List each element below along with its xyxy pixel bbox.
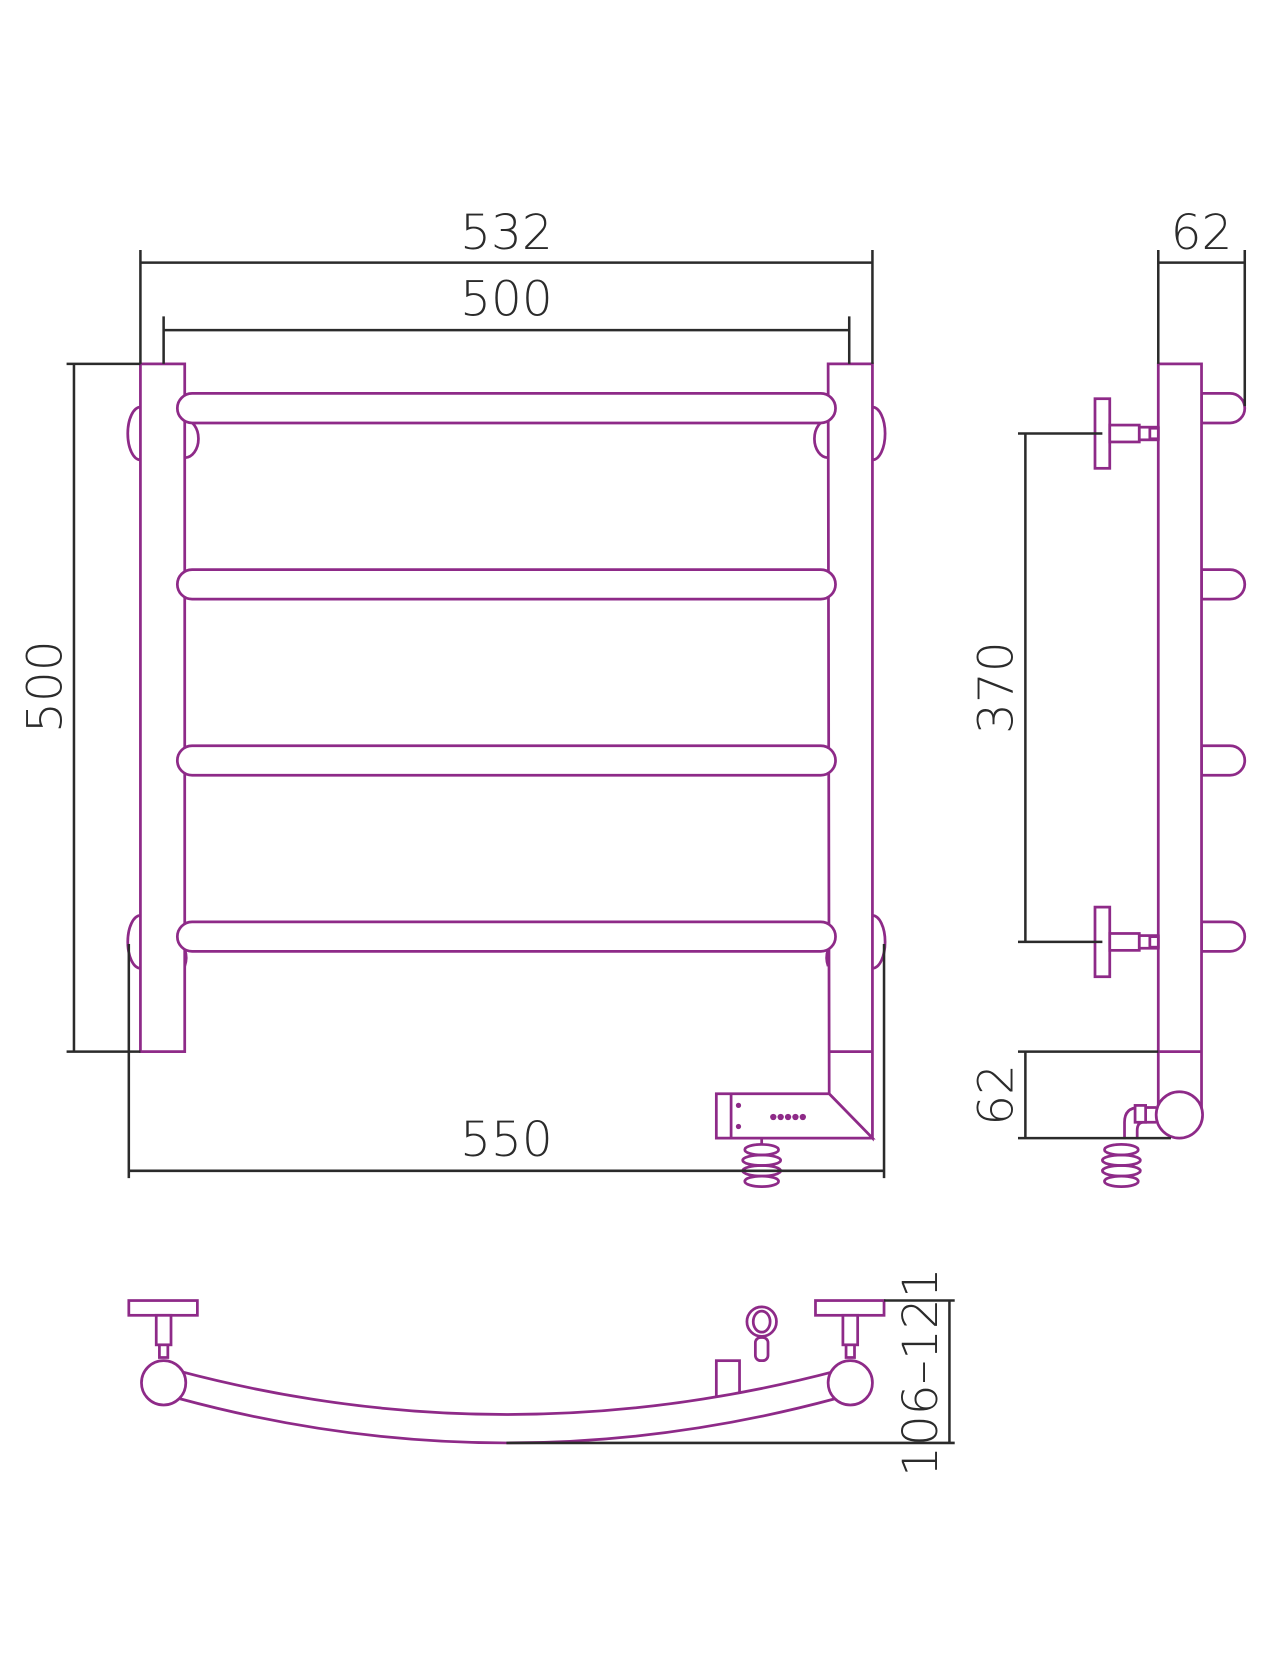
dim-axis-width: 500 [460, 271, 553, 327]
rail-ends [1200, 392, 1247, 953]
top-dimensions: 106–121 [506, 1268, 955, 1477]
dim-bottom-width: 550 [460, 1112, 553, 1168]
left-post [139, 362, 187, 1053]
dim-wall-distance: 106–121 [893, 1268, 949, 1477]
top-view [127, 1299, 886, 1445]
mount-brackets [126, 405, 887, 970]
heater-controller [714, 1092, 876, 1140]
rail [175, 744, 837, 777]
front-view [126, 362, 887, 1188]
front-dimensions: 532 500 500 550 [17, 205, 886, 1179]
power-knob-icon [745, 1305, 778, 1363]
dim-overall-width: 532 [460, 205, 553, 261]
dim-bottom-offset: 62 [969, 1064, 1025, 1126]
power-cord-spring-icon [741, 1138, 783, 1188]
side-view [1093, 362, 1247, 1188]
rail [175, 392, 837, 425]
rail [175, 568, 837, 601]
dim-mount-spacing: 370 [969, 641, 1025, 734]
dim-height: 500 [17, 640, 73, 733]
rail [175, 920, 837, 953]
side-dimensions: 62 370 62 [969, 205, 1247, 1140]
bottom-elbow [1154, 1090, 1204, 1140]
wall-mount-bottom [1093, 905, 1160, 979]
rails [175, 392, 837, 953]
right-post [826, 362, 874, 1142]
side-post [1156, 362, 1203, 1117]
side-cord-icon [1101, 1104, 1157, 1188]
dim-depth: 62 [1171, 205, 1233, 261]
wall-mount-top [1093, 397, 1160, 470]
